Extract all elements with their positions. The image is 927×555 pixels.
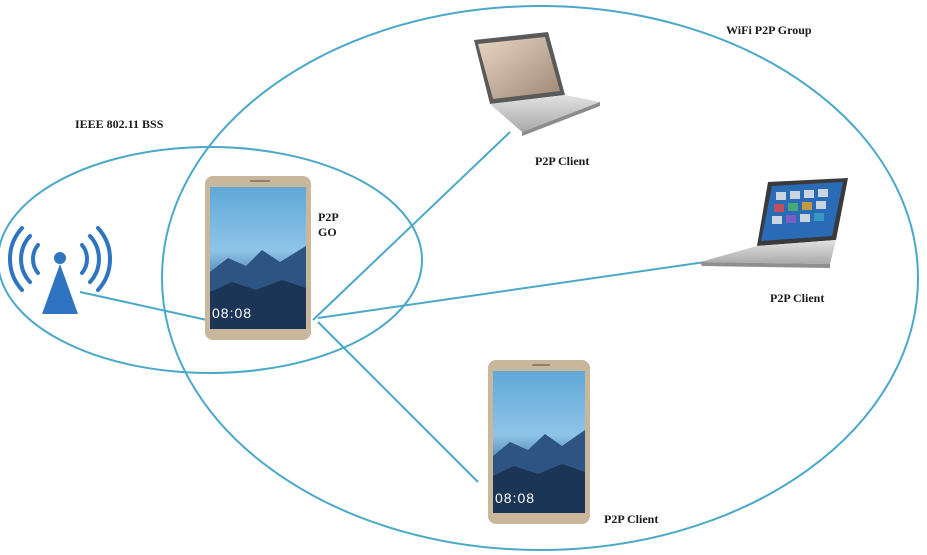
top-laptop-icon <box>474 32 600 136</box>
bss-label: IEEE 802.11 BSS <box>75 117 164 131</box>
right-laptop-icon <box>700 178 848 268</box>
link-ap-to-go <box>79 291 208 321</box>
link-go-to-right-laptop <box>317 261 706 319</box>
go-phone-icon: 08:08 <box>205 176 311 340</box>
top-laptop-client-label: P2P Client <box>535 154 589 168</box>
go-label-line2: GO <box>318 225 337 239</box>
p2p-group-boundary <box>161 5 919 551</box>
client-phone-clock: 08:08 <box>495 490 535 506</box>
client-phone-icon: 08:08 <box>488 360 590 524</box>
links <box>79 131 706 483</box>
bss-boundary <box>0 146 423 374</box>
link-go-to-top-laptop <box>312 131 511 321</box>
go-label-line1: P2P <box>318 210 339 224</box>
right-laptop-client-label: P2P Client <box>770 291 824 305</box>
phone-client-label: P2P Client <box>604 512 658 526</box>
access-point-icon <box>8 226 112 314</box>
go-phone-clock: 08:08 <box>212 305 252 321</box>
link-go-to-phone <box>317 321 479 483</box>
p2p-group-label: WiFi P2P Group <box>726 23 812 37</box>
